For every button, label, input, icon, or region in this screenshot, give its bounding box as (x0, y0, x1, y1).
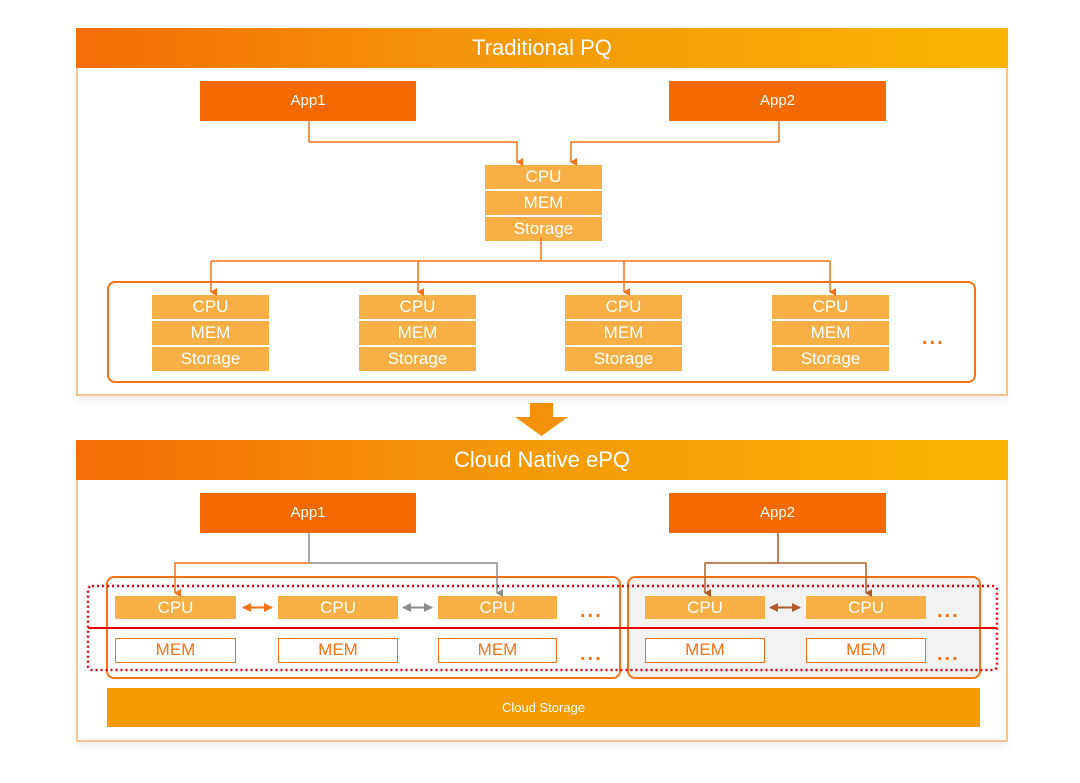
group2-cpu-more: ... (937, 600, 960, 622)
group2-cpu-2: CPU (806, 596, 926, 619)
worker-storage: Storage (359, 347, 476, 371)
group1-cpu-more: ... (580, 600, 603, 622)
coordinator-storage: Storage (485, 217, 602, 241)
group2-mem-1: MEM (645, 638, 765, 663)
app1-box-traditional: App1 (200, 81, 416, 121)
app2-compute-group (627, 576, 981, 679)
group1-cpu-3: CPU (438, 596, 557, 619)
group1-mem-1: MEM (115, 638, 236, 663)
app2-box-traditional: App2 (669, 81, 886, 121)
cloud-native-epq-header: Cloud Native ePQ (76, 440, 1008, 480)
worker-node-3: CPU MEM Storage (565, 295, 682, 371)
worker-storage: Storage (772, 347, 889, 371)
traditional-pq-title: Traditional PQ (472, 35, 612, 60)
group2-cpu-1: CPU (645, 596, 765, 619)
group2-mem-2: MEM (806, 638, 926, 663)
worker-cpu: CPU (772, 295, 889, 321)
app1-label: App1 (290, 504, 326, 521)
worker-mem: MEM (152, 321, 269, 347)
worker-mem: MEM (359, 321, 476, 347)
coordinator-mem: MEM (485, 191, 602, 217)
group2-mem-more: ... (937, 643, 960, 665)
more-workers-ellipsis: ... (922, 327, 945, 349)
group1-mem-more: ... (580, 643, 603, 665)
group1-mem-3: MEM (438, 638, 557, 663)
worker-cpu: CPU (152, 295, 269, 321)
worker-storage: Storage (565, 347, 682, 371)
app2-label: App2 (759, 92, 796, 109)
app2-box-cloud: App2 (669, 493, 886, 533)
traditional-pq-header: Traditional PQ (76, 28, 1008, 68)
worker-cpu: CPU (565, 295, 682, 321)
coordinator-node: CPU MEM Storage (485, 165, 602, 241)
cloud-storage-bar: Cloud Storage (107, 688, 980, 727)
worker-mem: MEM (772, 321, 889, 347)
app1-label: App1 (290, 92, 326, 109)
app1-compute-group (106, 576, 621, 679)
worker-mem: MEM (565, 321, 682, 347)
worker-node-4: CPU MEM Storage (772, 295, 889, 371)
app1-box-cloud: App1 (200, 493, 416, 533)
worker-storage: Storage (152, 347, 269, 371)
worker-cluster (107, 281, 976, 383)
group1-cpu-1: CPU (115, 596, 236, 619)
app2-label: App2 (759, 504, 796, 521)
worker-node-2: CPU MEM Storage (359, 295, 476, 371)
cloud-storage-label: Cloud Storage (501, 700, 586, 715)
worker-node-1: CPU MEM Storage (152, 295, 269, 371)
down-arrow-icon (515, 403, 568, 436)
group1-cpu-2: CPU (278, 596, 398, 619)
group1-mem-2: MEM (278, 638, 398, 663)
worker-cpu: CPU (359, 295, 476, 321)
coordinator-cpu: CPU (485, 165, 602, 191)
cloud-native-epq-title: Cloud Native ePQ (453, 447, 631, 472)
